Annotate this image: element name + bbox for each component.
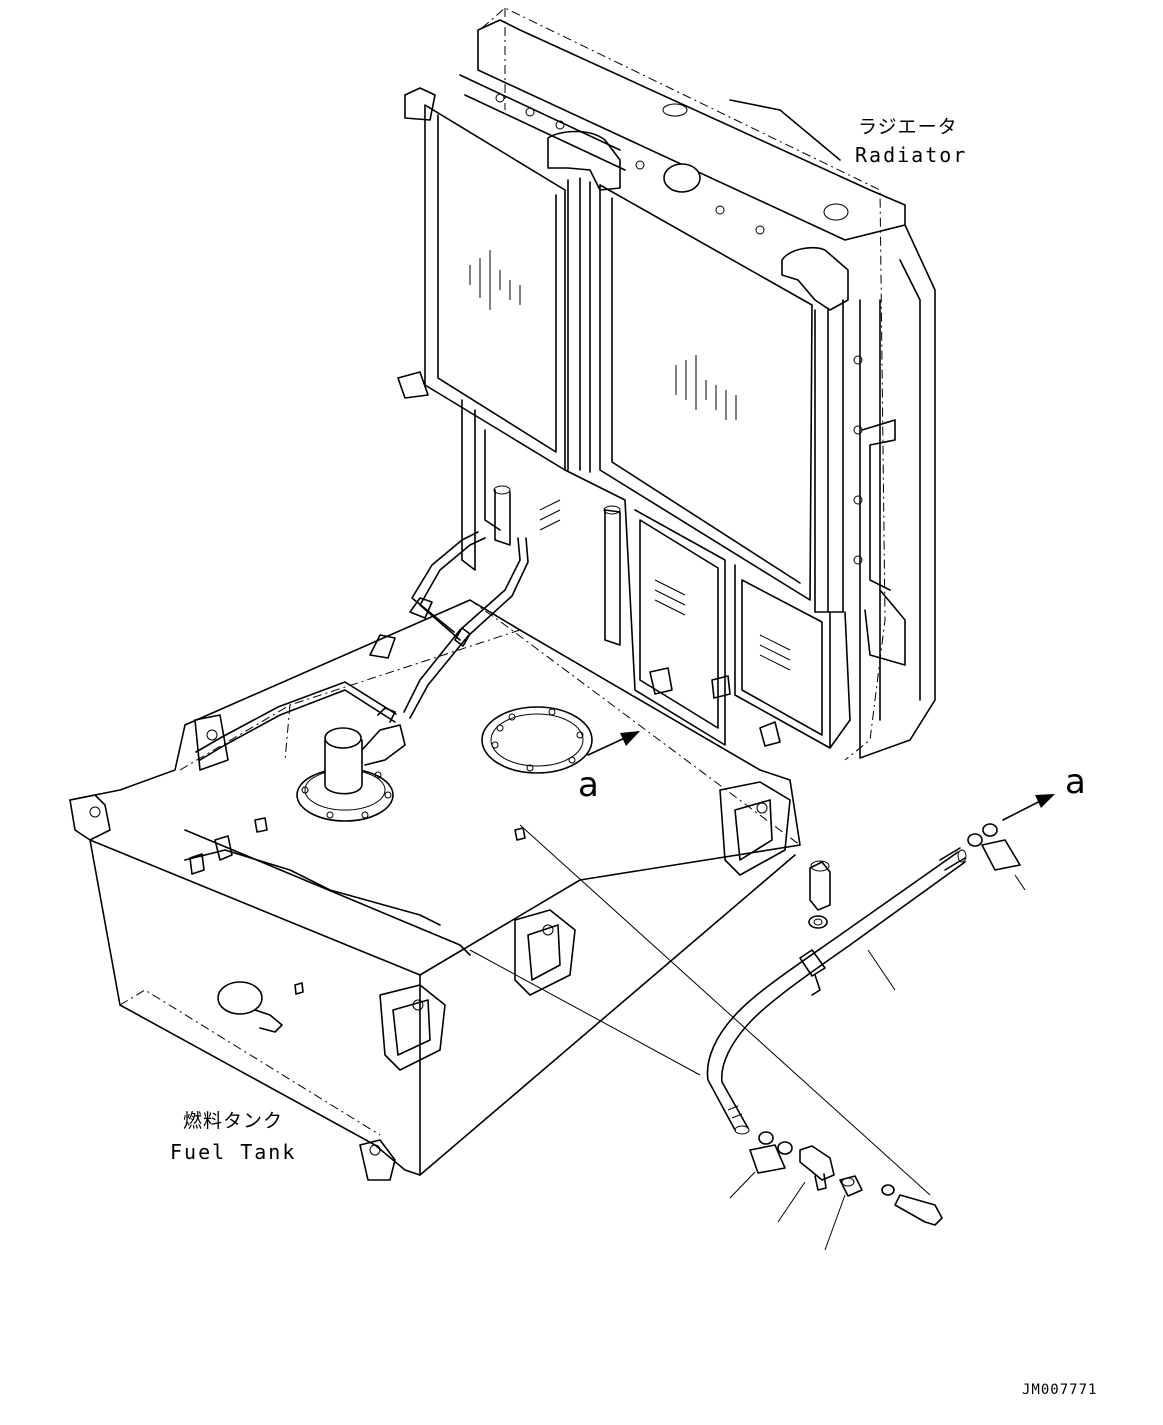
pipe-and-fittings (706, 823, 1021, 1226)
fuel-tank (69, 531, 801, 1181)
leader-lines (469, 824, 1026, 1251)
drawing-code: JM007771 (1022, 1382, 1098, 1398)
arrow-right (1002, 794, 1055, 821)
radiator-assembly (397, 7, 936, 761)
fuel-tank-label-en: Fuel Tank (170, 1140, 297, 1164)
fuel-tank-label-ja: 燃料タンク (183, 1110, 284, 1132)
radiator-label-ja: ラジエータ (858, 116, 958, 138)
marker-a-right: a (1065, 762, 1086, 802)
marker-a-left: a (578, 765, 599, 805)
arrow-left (587, 731, 640, 756)
radiator-label-en: Radiator (855, 143, 968, 167)
